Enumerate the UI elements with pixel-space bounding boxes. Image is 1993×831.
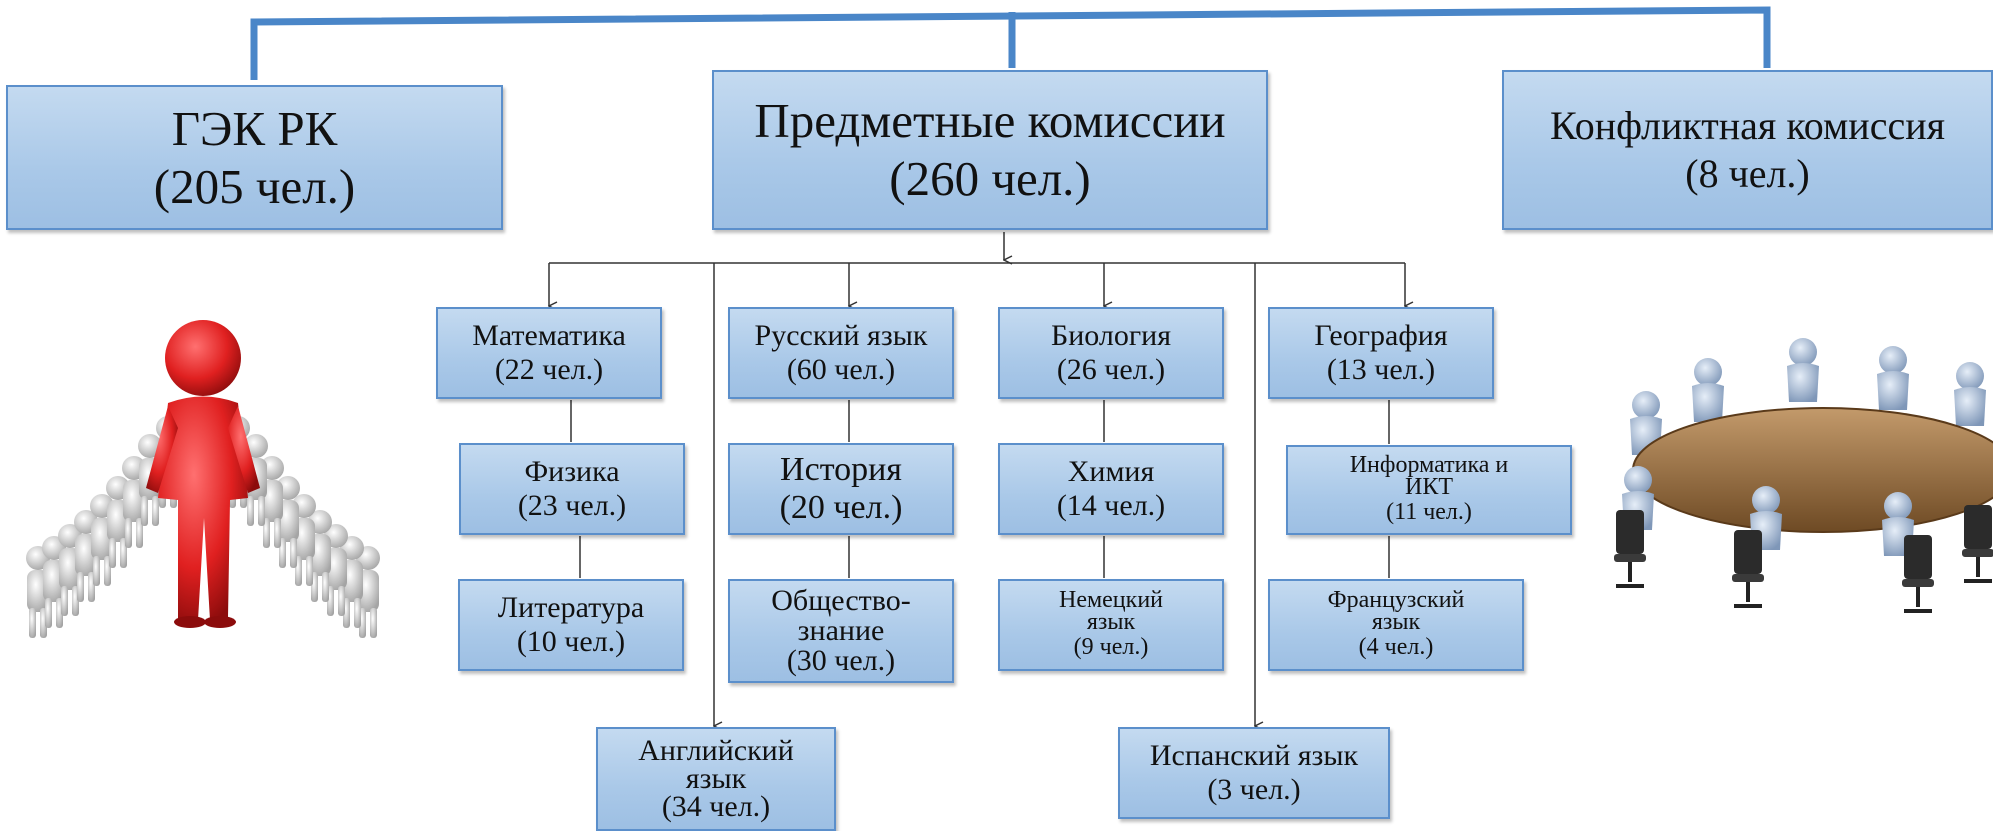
gek-name: ГЭК РК xyxy=(171,100,338,156)
chemistry-count: (14 чел.) xyxy=(1056,489,1166,522)
geography-box: География (13 чел.) xyxy=(1268,307,1494,399)
literature-box: Литература (10 чел.) xyxy=(458,579,684,671)
physics-name: Физика xyxy=(524,455,620,488)
russian-name: Русский язык xyxy=(754,319,928,352)
spanish-box: Испанский язык (3 чел.) xyxy=(1118,727,1390,819)
conflict-commission-name: Конфликтная комиссия xyxy=(1550,103,1945,148)
literature-name: Литература xyxy=(497,591,645,624)
english-line1: Английский xyxy=(638,734,794,767)
informatics-line2: ИКТ xyxy=(1405,474,1453,500)
english-box: Английский язык (34 чел.) xyxy=(596,727,836,831)
chemistry-name: Химия xyxy=(1067,455,1155,488)
biology-box: Биология (26 чел.) xyxy=(998,307,1224,399)
red-figure xyxy=(146,320,260,628)
conflict-commission-count: (8 чел.) xyxy=(1685,151,1810,196)
geography-count: (13 чел.) xyxy=(1326,353,1436,386)
gek-count: (205 чел.) xyxy=(153,158,356,214)
german-line1: Немецкий xyxy=(1058,587,1163,613)
social-line1: Общество- xyxy=(771,584,911,617)
math-name: Математика xyxy=(472,319,626,352)
informatics-box: Информатика и ИКТ (11 чел.) xyxy=(1286,445,1572,535)
history-name: История xyxy=(780,451,902,488)
biology-name: Биология xyxy=(1050,319,1171,352)
red-leader-illustration xyxy=(26,320,380,638)
german-line2: язык xyxy=(1086,609,1136,635)
russian-box: Русский язык (60 чел.) xyxy=(728,307,954,399)
math-box: Математика (22 чел.) xyxy=(436,307,662,399)
history-count: (20 чел.) xyxy=(779,489,903,526)
conflict-commission-box: Конфликтная комиссия (8 чел.) xyxy=(1502,70,1993,230)
math-count: (22 чел.) xyxy=(494,353,604,386)
subject-commissions-count: (260 чел.) xyxy=(889,151,1091,206)
spanish-count: (3 чел.) xyxy=(1207,773,1301,806)
french-line1: Французский xyxy=(1327,587,1465,613)
english-count: (34 чел.) xyxy=(661,790,771,823)
literature-count: (10 чел.) xyxy=(516,625,626,658)
english-line2: язык xyxy=(685,762,747,795)
french-line2: язык xyxy=(1371,609,1421,635)
chemistry-box: Химия (14 чел.) xyxy=(998,443,1224,535)
history-box: История (20 чел.) xyxy=(728,443,954,535)
french-count: (4 чел.) xyxy=(1358,634,1434,660)
biology-count: (26 чел.) xyxy=(1056,353,1166,386)
subject-commissions-name: Предметные комиссии xyxy=(754,93,1226,148)
german-box: Немецкий язык (9 чел.) xyxy=(998,579,1224,671)
german-count: (9 чел.) xyxy=(1073,634,1149,660)
informatics-line1: Информатика и xyxy=(1349,452,1509,478)
russian-count: (60 чел.) xyxy=(786,353,896,386)
informatics-count: (11 чел.) xyxy=(1386,499,1472,525)
social-line2: знание xyxy=(797,614,885,647)
social-count: (30 чел.) xyxy=(786,644,896,677)
subject-commissions-box: Предметные комиссии (260 чел.) xyxy=(712,70,1268,230)
physics-box: Физика (23 чел.) xyxy=(459,443,685,535)
physics-count: (23 чел.) xyxy=(517,489,627,522)
gek-box: ГЭК РК (205 чел.) xyxy=(6,85,503,230)
social-studies-box: Общество- знание (30 чел.) xyxy=(728,579,954,683)
french-box: Французский язык (4 чел.) xyxy=(1268,579,1524,671)
geography-name: География xyxy=(1314,319,1448,352)
round-table-illustration xyxy=(1612,338,1993,613)
spanish-name: Испанский язык xyxy=(1149,739,1359,772)
